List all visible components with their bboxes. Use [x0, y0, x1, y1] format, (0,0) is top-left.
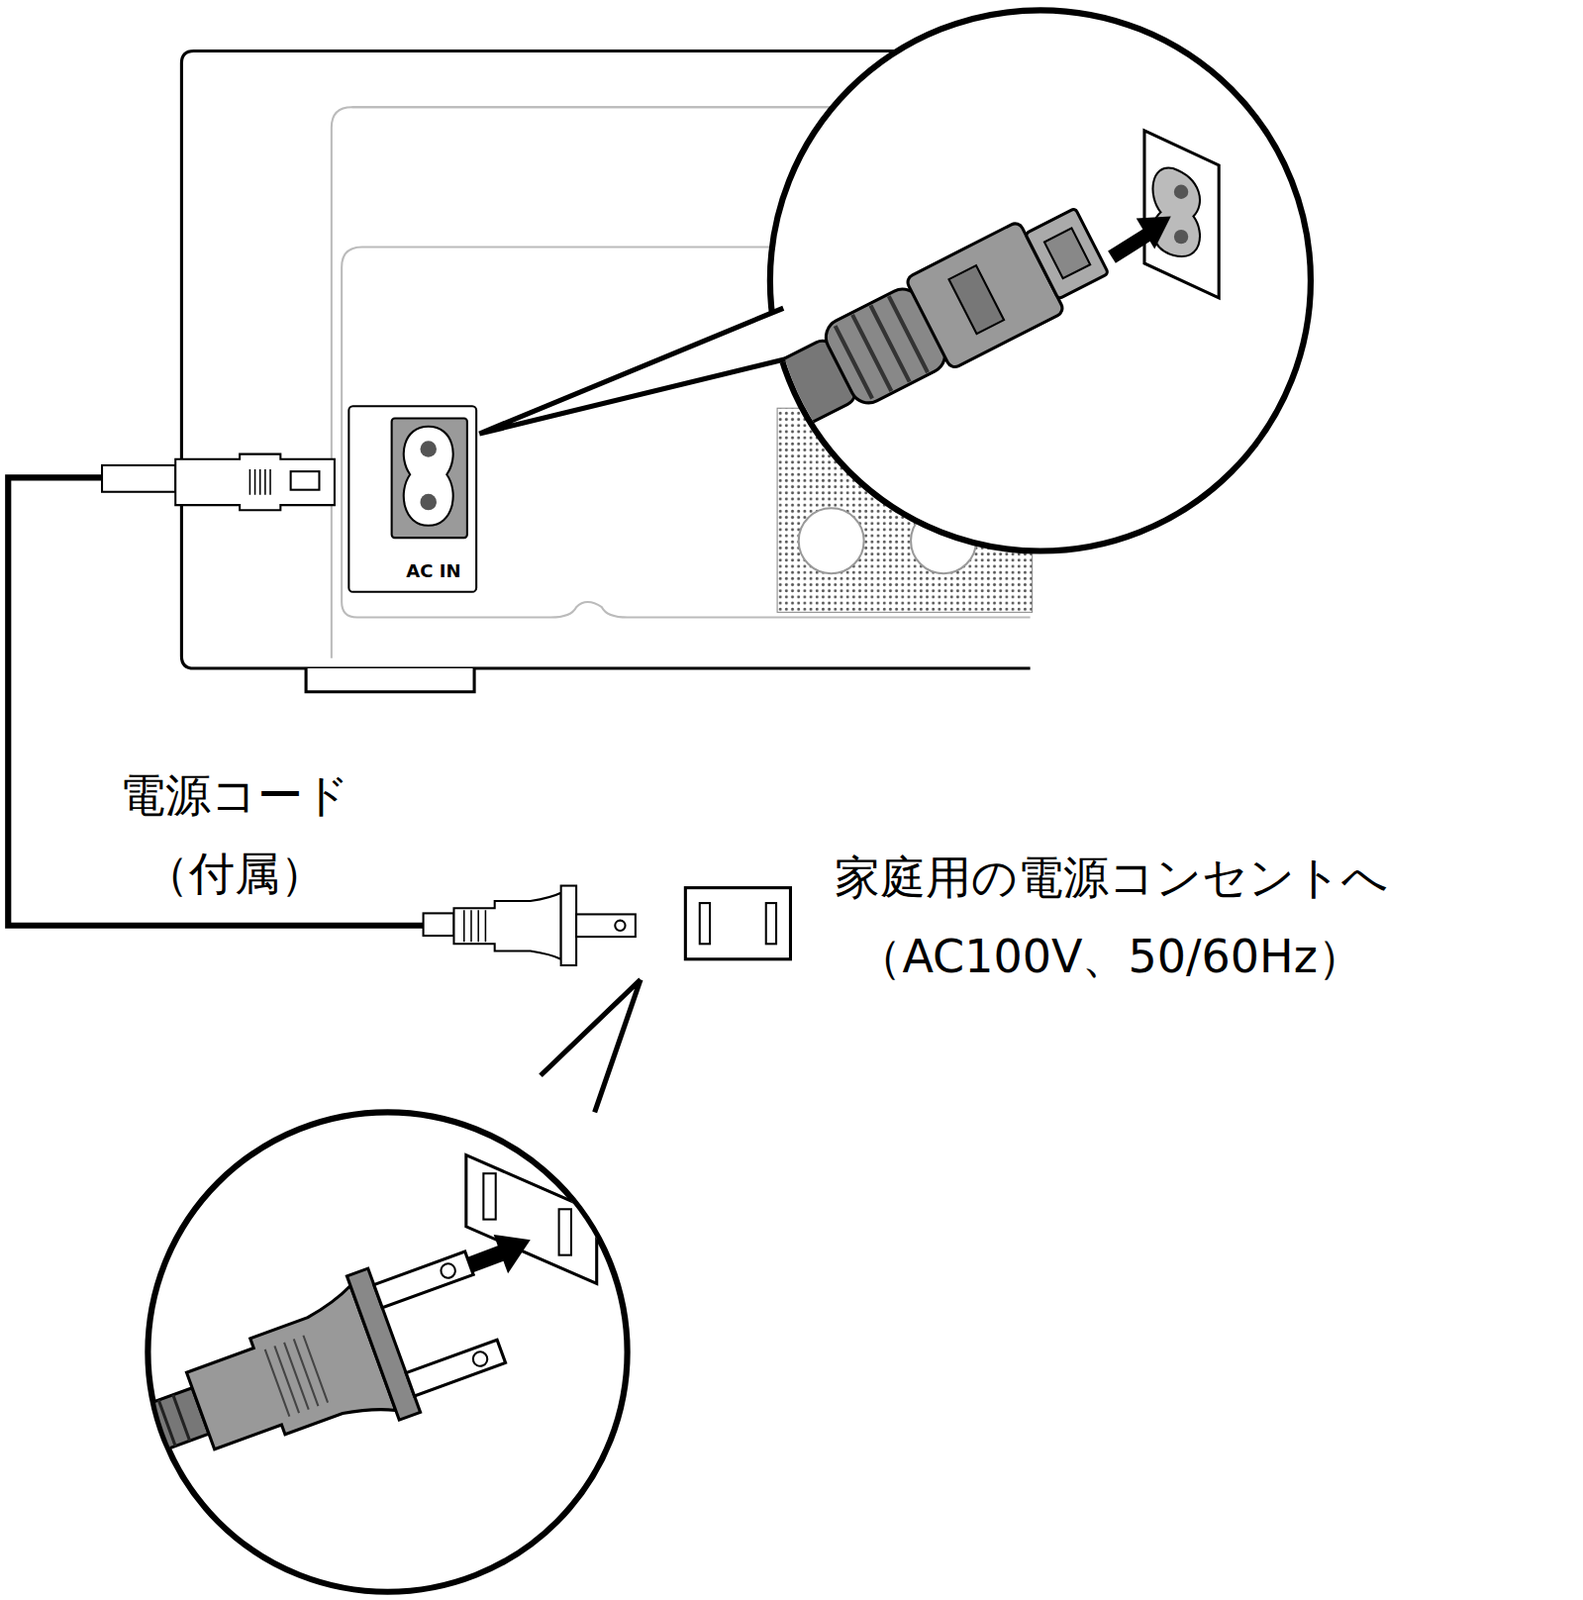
callout-text: （AC100V、50/60Hz）	[856, 930, 1363, 984]
power-cord	[7, 454, 636, 966]
zoom-callout	[98, 979, 641, 1591]
zoom-callout	[479, 9, 1311, 551]
port-label: AC IN	[405, 561, 461, 583]
callout-text: 家庭用の電源コンセントへ	[834, 851, 1388, 904]
callout-text: 電源コード	[119, 769, 350, 822]
wall-outlet	[685, 888, 791, 960]
callout-text: （付属）	[143, 847, 326, 900]
